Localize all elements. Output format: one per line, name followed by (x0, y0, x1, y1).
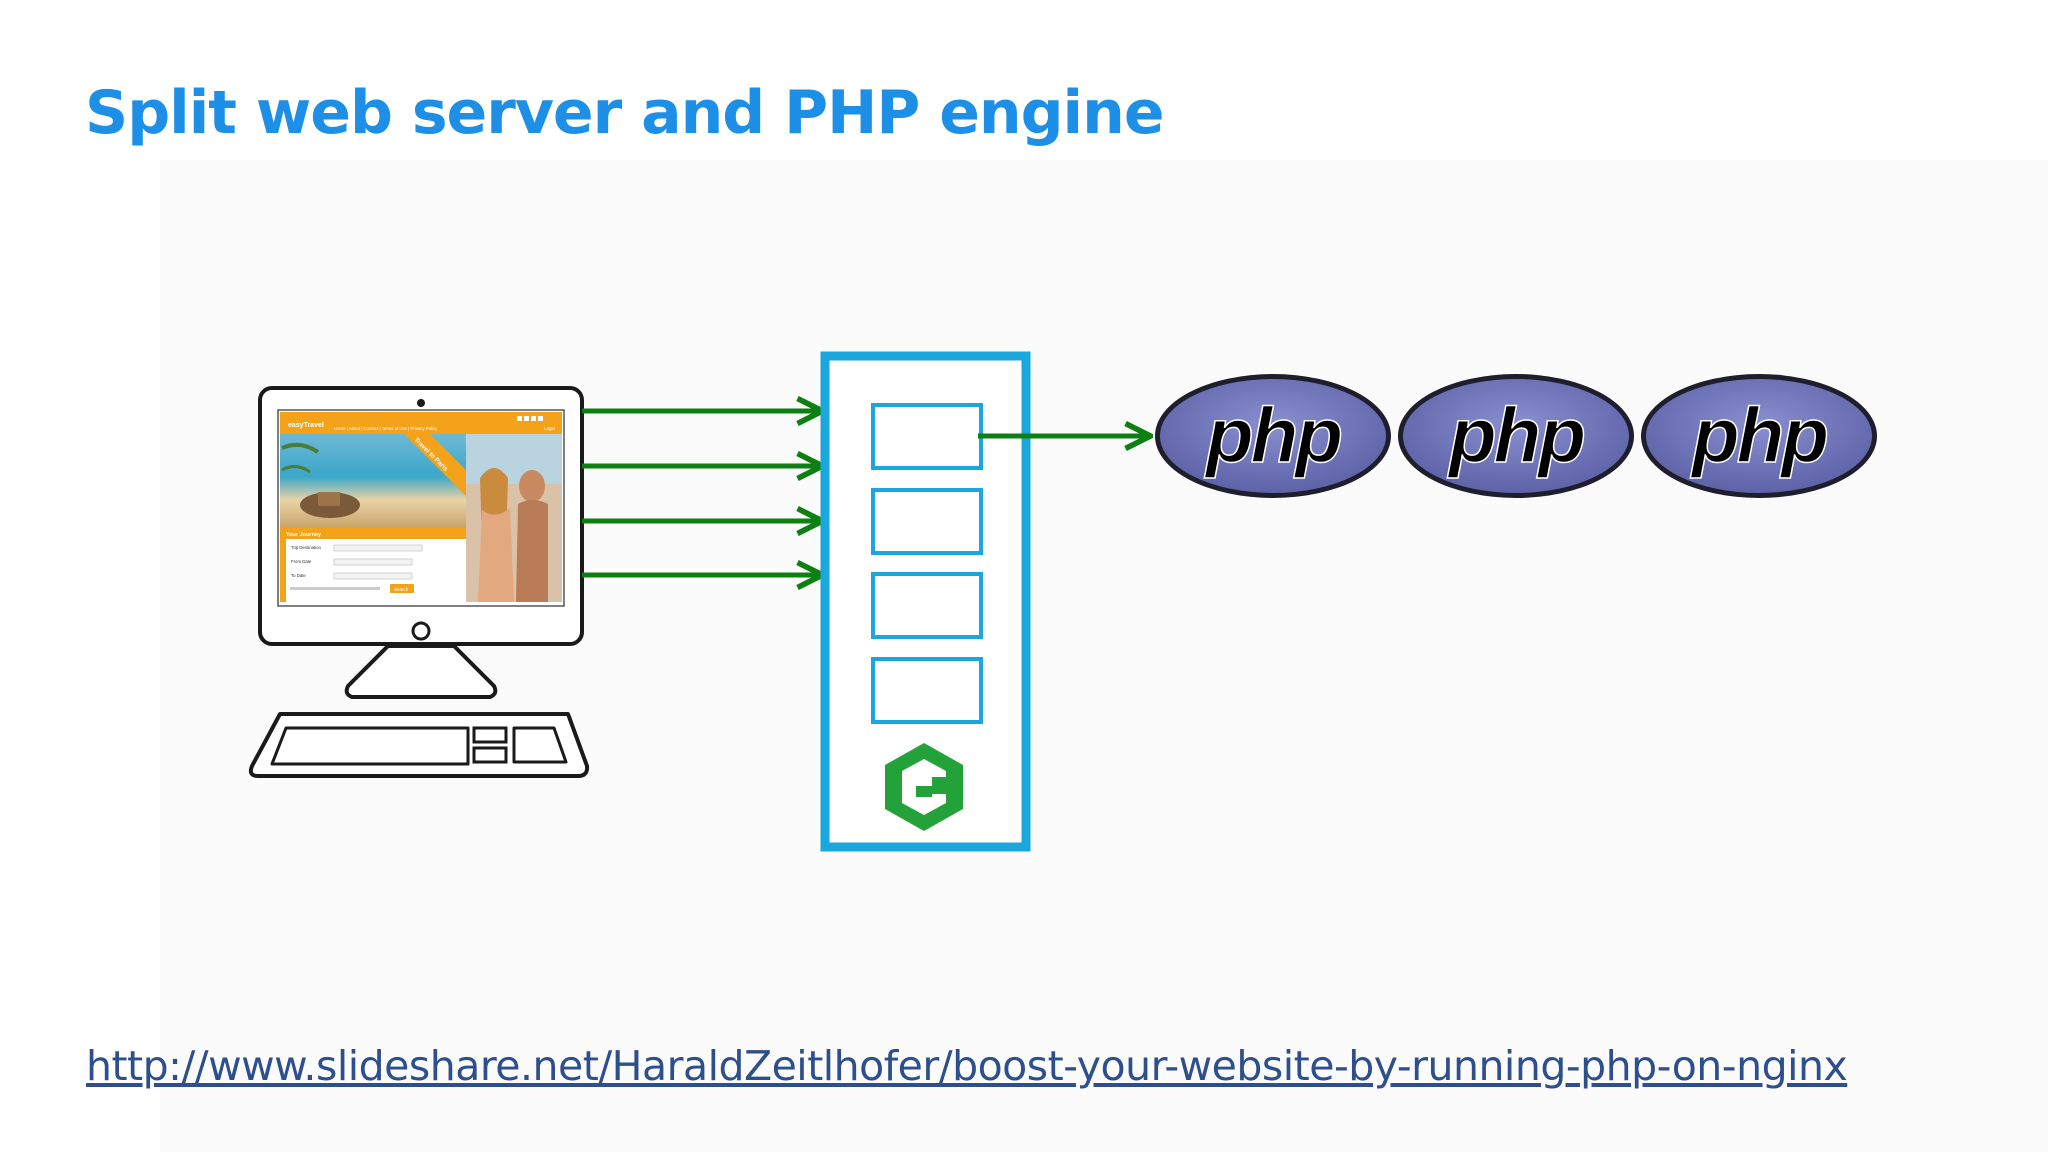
server-worker-slot (871, 403, 983, 470)
source-link[interactable]: http://www.slideshare.net/HaraldZeitlhof… (86, 1042, 1848, 1090)
slide-title: Split web server and PHP engine (85, 78, 1165, 148)
request-arrows (582, 411, 820, 575)
site-banner (404, 434, 466, 496)
web-server (820, 351, 1031, 852)
site-search-button-text: Search (394, 587, 409, 592)
site-form-label-2: To Date (291, 573, 306, 578)
site-header-bar (280, 412, 562, 434)
monitor-stand (344, 644, 498, 699)
site-form-title: Your Journey (286, 532, 322, 538)
site-logo: easyTravel (288, 422, 324, 429)
php-logo-icon: php (1398, 374, 1634, 498)
site-search-button (390, 584, 414, 593)
php-engine-label: php (1690, 391, 1827, 479)
server-worker-slot (871, 488, 983, 555)
php-logo-icon: php (1641, 374, 1877, 498)
server-worker-slot (871, 572, 983, 639)
camera-dot (417, 399, 425, 407)
site-form-title-bar (280, 528, 466, 539)
site-nav: Home | About | Contact | Terms of Use | … (334, 426, 438, 431)
php-engine-label: php (1204, 391, 1341, 479)
server-worker-slot (871, 657, 983, 724)
site-form-label-1: From Date (291, 559, 312, 564)
power-button (411, 621, 431, 641)
slide-content-area (160, 160, 2048, 1152)
php-logo-icon: php (1155, 374, 1391, 498)
site-login: Login (544, 426, 556, 431)
nginx-logo-icon (885, 743, 963, 831)
php-engine-pool: php php php (1155, 374, 1877, 498)
php-engine-label: php (1447, 391, 1584, 479)
desktop-computer-icon: easyTravel Home | About | Contact | Term… (248, 386, 590, 778)
site-form-label-0: Trip Destination (291, 545, 322, 550)
